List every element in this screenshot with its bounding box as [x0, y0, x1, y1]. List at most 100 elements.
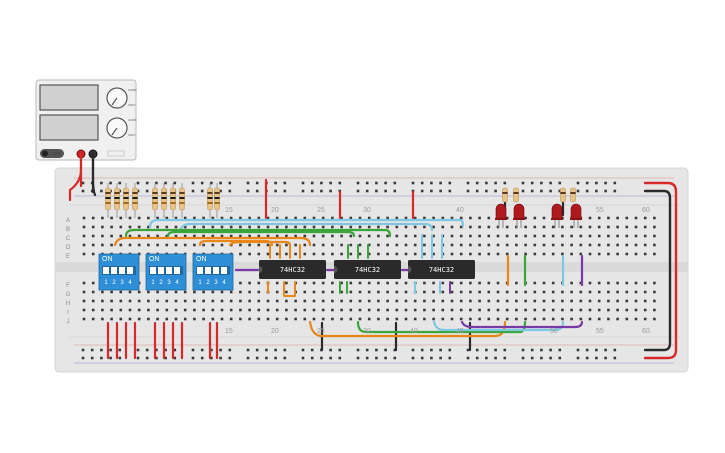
rail-hole[interactable] [365, 189, 369, 193]
breadboard-hole[interactable] [312, 290, 316, 294]
breadboard-hole[interactable] [275, 234, 279, 238]
breadboard-hole[interactable] [459, 243, 463, 247]
breadboard-hole[interactable] [607, 225, 610, 229]
breadboard-hole[interactable] [524, 317, 527, 321]
rail-hole[interactable] [320, 189, 323, 193]
rail-hole[interactable] [81, 189, 85, 193]
breadboard-hole[interactable] [616, 290, 619, 294]
breadboard-hole[interactable] [386, 281, 389, 285]
breadboard-hole[interactable] [551, 252, 555, 256]
breadboard-hole[interactable] [432, 234, 435, 238]
breadboard-hole[interactable] [285, 290, 288, 294]
breadboard-hole[interactable] [487, 317, 491, 321]
breadboard-hole[interactable] [542, 243, 546, 247]
breadboard-hole[interactable] [275, 308, 279, 312]
rail-hole[interactable] [200, 356, 204, 360]
breadboard-hole[interactable] [239, 317, 242, 321]
rail-hole[interactable] [81, 181, 85, 185]
breadboard-hole[interactable] [487, 252, 491, 256]
breadboard-hole[interactable] [137, 234, 141, 238]
breadboard-hole[interactable] [570, 308, 573, 312]
breadboard-hole[interactable] [266, 243, 270, 247]
breadboard-hole[interactable] [634, 216, 638, 220]
breadboard-hole[interactable] [239, 234, 242, 238]
rail-hole[interactable] [549, 189, 552, 193]
breadboard-hole[interactable] [505, 317, 509, 321]
chip-74hc32-2[interactable] [334, 260, 401, 279]
breadboard-hole[interactable] [321, 216, 325, 220]
rail-hole[interactable] [109, 348, 112, 352]
rail-hole[interactable] [164, 356, 167, 360]
breadboard-hole[interactable] [643, 252, 647, 256]
breadboard-hole[interactable] [91, 308, 95, 312]
breadboard-hole[interactable] [441, 317, 445, 321]
breadboard-hole[interactable] [386, 243, 389, 247]
breadboard-hole[interactable] [524, 299, 527, 303]
breadboard-hole[interactable] [542, 225, 546, 229]
breadboard-hole[interactable] [450, 290, 454, 294]
breadboard-hole[interactable] [137, 225, 141, 229]
breadboard-hole[interactable] [413, 308, 417, 312]
breadboard-hole[interactable] [386, 216, 389, 220]
breadboard-hole[interactable] [257, 317, 261, 321]
breadboard-hole[interactable] [515, 281, 518, 285]
breadboard-hole[interactable] [377, 317, 380, 321]
led-1[interactable] [495, 203, 507, 228]
rail-hole[interactable] [145, 348, 149, 352]
breadboard-hole[interactable] [91, 281, 95, 285]
rail-hole[interactable] [329, 348, 332, 352]
breadboard-hole[interactable] [459, 299, 463, 303]
breadboard-hole[interactable] [524, 216, 527, 220]
breadboard-hole[interactable] [524, 290, 527, 294]
breadboard-hole[interactable] [193, 308, 196, 312]
breadboard-hole[interactable] [248, 281, 251, 285]
breadboard-hole[interactable] [542, 290, 546, 294]
breadboard-hole[interactable] [321, 225, 325, 229]
breadboard-hole[interactable] [202, 225, 205, 229]
breadboard-hole[interactable] [174, 317, 178, 321]
breadboard-hole[interactable] [257, 243, 261, 247]
breadboard-hole[interactable] [147, 317, 150, 321]
breadboard-hole[interactable] [128, 317, 132, 321]
rail-hole[interactable] [475, 189, 479, 193]
breadboard-hole[interactable] [349, 216, 353, 220]
breadboard-hole[interactable] [248, 308, 251, 312]
breadboard-hole[interactable] [367, 252, 371, 256]
breadboard-hole[interactable] [321, 299, 325, 303]
rail-hole[interactable] [109, 181, 112, 185]
breadboard-hole[interactable] [321, 234, 325, 238]
breadboard-hole[interactable] [248, 299, 251, 303]
breadboard-hole[interactable] [597, 225, 601, 229]
breadboard-hole[interactable] [505, 216, 509, 220]
breadboard-hole[interactable] [156, 216, 159, 220]
breadboard-hole[interactable] [266, 317, 270, 321]
breadboard-hole[interactable] [450, 243, 454, 247]
breadboard-hole[interactable] [229, 299, 233, 303]
breadboard-hole[interactable] [119, 317, 123, 321]
rail-hole[interactable] [255, 356, 259, 360]
breadboard-hole[interactable] [570, 299, 573, 303]
rail-hole[interactable] [145, 189, 149, 193]
breadboard-hole[interactable] [423, 234, 426, 238]
breadboard-hole[interactable] [294, 225, 297, 229]
breadboard-hole[interactable] [110, 290, 113, 294]
rail-hole[interactable] [604, 356, 607, 360]
breadboard-hole[interactable] [634, 308, 638, 312]
breadboard-hole[interactable] [239, 281, 242, 285]
rail-hole[interactable] [246, 189, 250, 193]
resistor[interactable] [170, 183, 176, 218]
breadboard-hole[interactable] [128, 299, 132, 303]
rail-hole[interactable] [310, 181, 314, 185]
wire-right-rail-black[interactable] [643, 189, 672, 352]
breadboard-hole[interactable] [91, 317, 95, 321]
rail-hole[interactable] [191, 348, 195, 352]
breadboard-hole[interactable] [82, 225, 86, 229]
rail-hole[interactable] [521, 189, 525, 193]
breadboard-hole[interactable] [515, 234, 518, 238]
breadboard-hole[interactable] [561, 243, 564, 247]
rail-hole[interactable] [375, 356, 378, 360]
rail-hole[interactable] [420, 189, 424, 193]
breadboard-hole[interactable] [137, 216, 141, 220]
rail-hole[interactable] [100, 348, 103, 352]
breadboard-hole[interactable] [542, 234, 546, 238]
